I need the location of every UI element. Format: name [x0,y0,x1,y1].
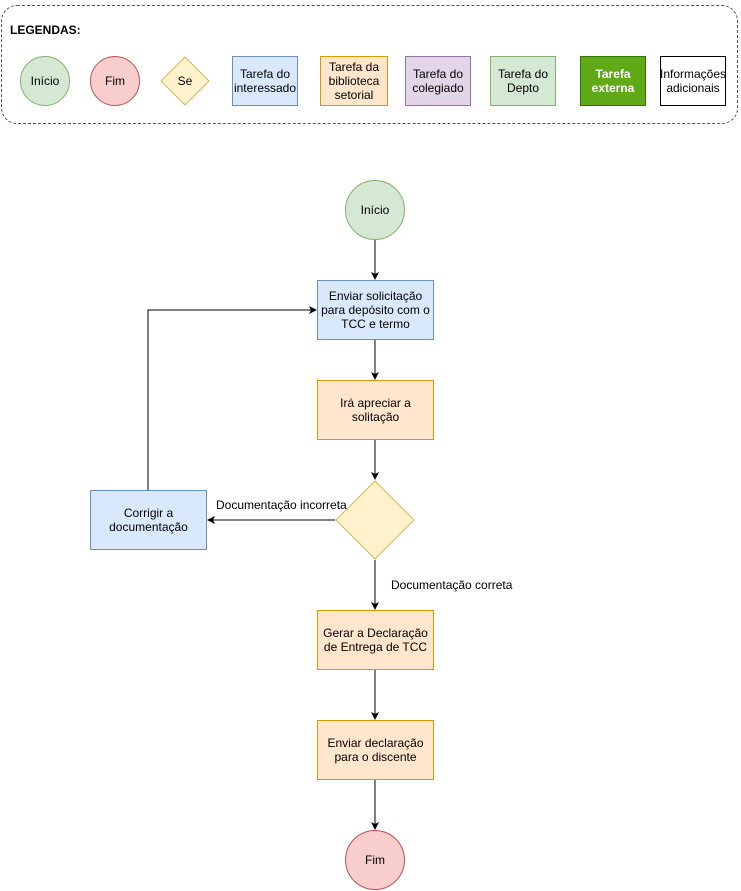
legend-decision-label: Se [177,74,193,88]
flow-decision-label [335,480,415,560]
flow-step-send-request: Enviar solicitação para depósito com o T… [317,280,434,340]
flow-step-correct-docs: Corrigir a documentação [90,490,207,550]
legend-start-shape: Início [20,56,70,106]
flow-step-send-declaration-label: Enviar declaração para o discente [327,736,424,764]
legend-externa-shape: Tarefa externa [580,56,646,106]
flow-step-review: Irá apreciar a solitação [317,380,434,440]
legend-biblioteca-label: Tarefa da biblioteca setorial [328,60,380,102]
flow-decision-node [335,480,415,560]
legend-decision-shape: Se [160,56,210,106]
edge-label-correct: Documentação correta [391,578,513,592]
legend-interessado-label: Tarefa do interessado [233,67,297,95]
flow-step-generate-declaration: Gerar a Declaração de Entrega de TCC [317,610,434,670]
legend-colegiado-label: Tarefa do colegiado [412,67,464,95]
legend-info-label: Informações adicionais [659,67,727,95]
flow-start-node: Início [345,180,405,240]
legend-depto-shape: Tarefa do Depto [490,56,556,106]
flow-step-send-request-label: Enviar solicitação para depósito com o T… [321,289,430,331]
legend-panel [1,5,738,124]
legend-info-shape: Informações adicionais [660,56,726,106]
legend-title: LEGENDAS: [10,23,81,37]
flow-end-label: Fim [365,853,385,867]
legend-depto-label: Tarefa do Depto [497,67,549,95]
legend-colegiado-shape: Tarefa do colegiado [405,56,471,106]
legend-end-shape: Fim [90,56,140,106]
flow-step-generate-declaration-label: Gerar a Declaração de Entrega de TCC [323,626,428,654]
edge-correct-to-step1 [147,306,317,490]
flow-end-node: Fim [345,830,405,890]
edge-label-incorrect: Documentação incorreta [216,498,347,512]
flow-step-send-declaration: Enviar declaração para o discente [317,720,434,780]
legend-end-label: Fim [105,74,125,88]
flow-step-review-label: Irá apreciar a solitação [340,396,411,424]
legend-biblioteca-shape: Tarefa da biblioteca setorial [320,56,388,106]
flow-step-correct-docs-label: Corrigir a documentação [109,506,188,534]
flow-start-label: Início [360,203,390,217]
legend-start-label: Início [30,74,60,88]
legend-interessado-shape: Tarefa do interessado [232,56,298,106]
legend-externa-label: Tarefa externa [591,67,635,95]
